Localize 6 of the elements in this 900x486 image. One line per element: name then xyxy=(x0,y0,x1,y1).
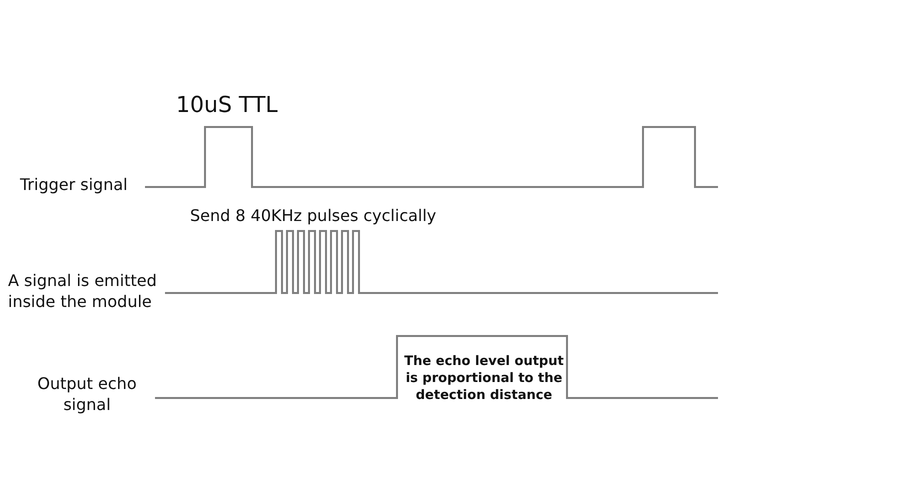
signal-name: Output echo signal xyxy=(36,374,138,416)
signal-name: A signal is emitted inside the module xyxy=(8,271,158,313)
echo-duration-note: The echo level output is proportional to the detection distance xyxy=(403,354,565,405)
signal-name: Trigger signal xyxy=(20,175,128,196)
pulse-train-label: Send 8 40KHz pulses cyclically xyxy=(190,206,436,227)
pulse-width-label: 10uS TTL xyxy=(176,92,278,120)
